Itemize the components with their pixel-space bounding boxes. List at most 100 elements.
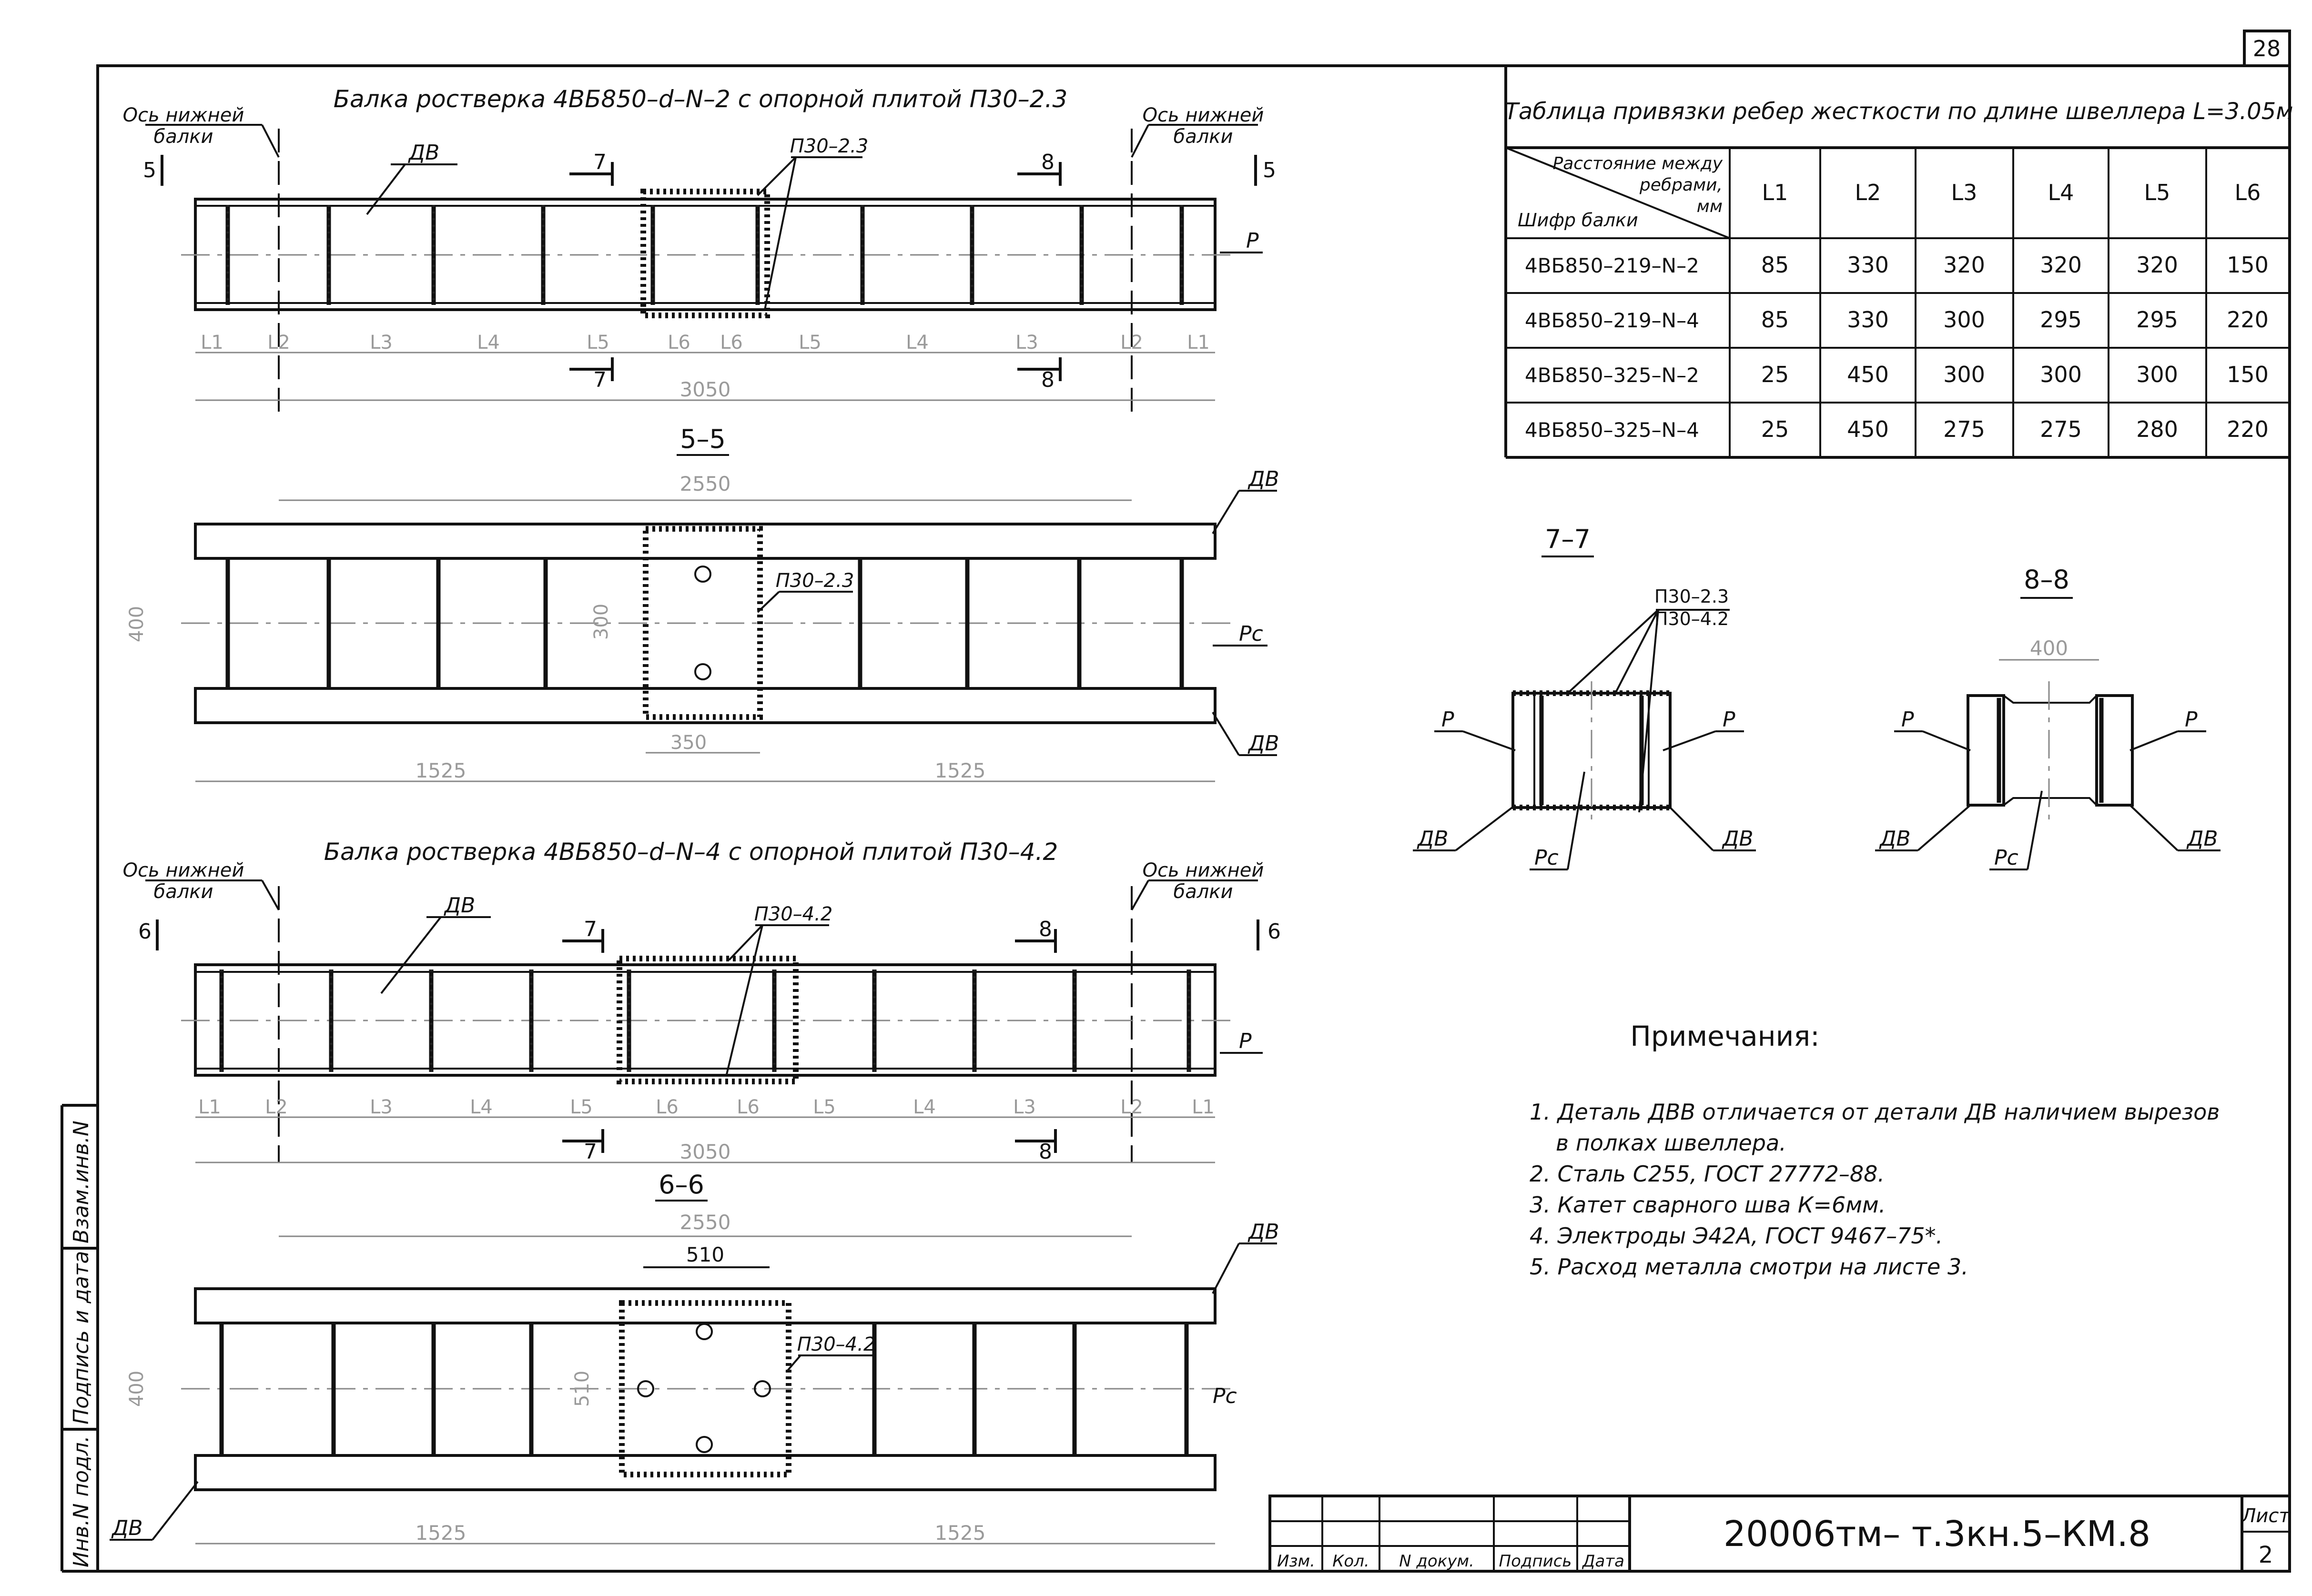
cut-mark: 6: [1268, 919, 1281, 944]
tb-podpis: Подпись: [1499, 1552, 1572, 1571]
tb-list-label: Лист: [2241, 1505, 2291, 1527]
row-code: 4ВБ850–219–N–4: [1525, 309, 1699, 332]
notes-title: Примечания:: [1630, 1020, 1819, 1052]
section-title: 8–8: [2024, 565, 2069, 595]
label-p: Р: [1239, 1029, 1252, 1053]
dim-label: L1: [201, 332, 223, 354]
section-6-6: 6–6 2550 510 400 510 1525 1525 ДВ: [110, 1170, 1279, 1545]
cut-mark: 7: [593, 368, 607, 392]
section-5-5: 5–5 2550 400 300 350 1525 1525 ДВ ДВ: [126, 424, 1279, 782]
dim-label: L6: [668, 332, 690, 354]
cell: 320: [2040, 252, 2082, 278]
table-corner-top-3: мм: [1697, 197, 1723, 216]
note-item: 4. Электроды Э42А, ГОСТ 9467–75*.: [1530, 1223, 1943, 1249]
stamp-inv-podl: Инв.N подл.: [69, 1435, 93, 1567]
table-row: 4ВБ850–325–N–4 25 450 275 275 280 220: [1525, 416, 2269, 442]
axis-label: Ось нижней: [1143, 104, 1264, 126]
dim-top: 2550: [680, 1211, 731, 1234]
note-item: 5. Расход металла смотри на листе 3.: [1530, 1254, 1968, 1280]
row-code: 4ВБ850–325–N–4: [1525, 418, 1699, 442]
cell: 300: [1943, 307, 1985, 333]
axis-label: Ось нижней: [123, 104, 244, 126]
dim-label: L2: [265, 1096, 288, 1118]
dim-label: L2: [1120, 332, 1143, 354]
label-pc: Рс: [1239, 622, 1263, 646]
label-p: Р: [2185, 707, 2198, 732]
dim-plate-h: 510: [571, 1371, 593, 1407]
cell: 220: [2227, 416, 2269, 442]
beam1-stiffeners: [225, 205, 1184, 305]
cell: 295: [2040, 307, 2082, 333]
table-header: L4: [2048, 180, 2074, 205]
tb-kol: Кол.: [1332, 1552, 1369, 1571]
dim-label: L5: [570, 1096, 593, 1118]
beam2-plate: [617, 956, 799, 1084]
section66-stiffeners: [219, 1323, 1189, 1455]
label-dv: ДВ: [1247, 1220, 1279, 1244]
doc-code: 20006тм– т.3кн.5–КМ.8: [1724, 1514, 2150, 1555]
beam2-title: Балка ростверка 4ВБ850–d–N–4 с опорной п…: [324, 838, 1058, 866]
dim-top: 400: [2030, 636, 2068, 660]
cell: 85: [1761, 252, 1789, 278]
dim-label: L2: [267, 332, 290, 354]
tb-ndok: N докум.: [1399, 1552, 1474, 1571]
cell: 450: [1847, 416, 1889, 442]
table-corner-bottom: Шифр балки: [1518, 210, 1638, 231]
label-pc: Рс: [1213, 1384, 1237, 1408]
notes: Примечания: 1. Деталь ДВВ отличается от …: [1530, 1020, 2220, 1280]
cut-mark: 5: [1263, 158, 1276, 182]
dim-label: L1: [198, 1096, 221, 1118]
beam2-view: Балка ростверка 4ВБ850–d–N–4 с опорной п…: [123, 838, 1281, 1164]
table-corner-top-1: Расстояние между: [1553, 154, 1723, 173]
note-item: 3. Катет сварного шва К=6мм.: [1530, 1192, 1886, 1218]
table-corner-top-2: ребрами,: [1639, 175, 1723, 195]
cell: 85: [1761, 307, 1789, 333]
axis-label: балки: [1174, 881, 1233, 903]
dim-plate-h: 300: [590, 604, 612, 640]
label-p: Р: [1246, 229, 1259, 253]
cut-mark: 7: [584, 1140, 597, 1164]
table-header: L3: [1951, 180, 1977, 205]
label-p: Р: [1723, 707, 1735, 732]
dim-total: 3050: [680, 378, 731, 401]
cell: 300: [1943, 362, 1985, 387]
cell: 220: [2227, 307, 2269, 333]
cut-mark: 6: [138, 919, 152, 944]
dim-label: L4: [913, 1096, 936, 1118]
dim-top: 2550: [680, 472, 731, 495]
dim-label: L6: [720, 332, 743, 354]
dim-plate-w: 350: [670, 732, 707, 754]
dim-label: L1: [1187, 332, 1210, 354]
beam1-view: Балка ростверка 4ВБ850–d–N–2 с опорной п…: [123, 85, 1276, 419]
label-plate: П30–4.2: [797, 1333, 876, 1355]
cut-mark: 7: [593, 150, 607, 174]
cell: 150: [2227, 252, 2269, 278]
row-code: 4ВБ850–219–N–2: [1525, 254, 1699, 277]
dim-label: L3: [1015, 332, 1038, 354]
label-pc: Рс: [1534, 846, 1559, 870]
section-8-8: 8–8 400 Р Р ДВ ДВ Рс: [1875, 565, 2221, 870]
cell: 275: [1943, 416, 1985, 442]
table-row: 4ВБ850–219–N–2 85 330 320 320 320 150: [1525, 252, 2269, 278]
table-row: 4ВБ850–325–N–2 25 450 300 300 300 150: [1525, 362, 2269, 387]
table-title: Таблица привязки ребер жесткости по длин…: [1505, 98, 2293, 125]
axis-label: балки: [1174, 126, 1233, 148]
table-row: 4ВБ850–219–N–4 85 330 300 295 295 220: [1525, 307, 2269, 333]
cell: 280: [2136, 416, 2178, 442]
cut-mark: 8: [1041, 150, 1055, 174]
dim-label: L4: [470, 1096, 493, 1118]
cell: 330: [1847, 252, 1889, 278]
drawing-frame: [61, 30, 2291, 1573]
axis-label: балки: [154, 126, 213, 148]
section-title: 6–6: [659, 1170, 704, 1200]
dim-label: L3: [370, 332, 393, 354]
dim-total: 3050: [680, 1140, 731, 1163]
stiffener-table: Таблица привязки ребер жесткости по длин…: [1504, 66, 2293, 459]
cut-mark: 8: [1041, 368, 1055, 392]
cut-mark: 5: [143, 158, 156, 182]
dim-label: L6: [656, 1096, 679, 1118]
table-header: L1: [1762, 180, 1788, 205]
cell: 300: [2136, 362, 2178, 387]
beam2-stiffeners: [219, 970, 1191, 1072]
cut-mark: 8: [1039, 1140, 1052, 1164]
